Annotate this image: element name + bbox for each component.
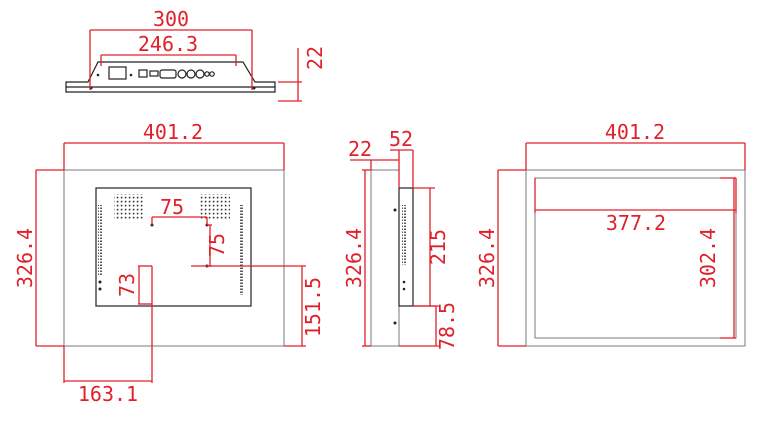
mount-hole-icon <box>252 86 256 90</box>
dimension-377-2: 377.2 <box>534 178 737 235</box>
led-icon-2 <box>209 71 215 77</box>
vga-port-icon <box>159 69 177 79</box>
side-view: 22 52 326.4 215 78.5 <box>342 127 459 350</box>
rear-vent-left <box>114 194 144 220</box>
rear-view-back-panel <box>95 187 252 307</box>
front-view-outer-frame <box>525 169 746 347</box>
dimension-label-326-4-side: 326.4 <box>342 228 366 288</box>
rear-side-ribs-right <box>240 205 244 295</box>
dimension-label-22-top: 22 <box>303 46 327 70</box>
dimension-326-4-rear: 326.4 <box>13 169 64 347</box>
led-icon-1 <box>204 71 210 77</box>
rear-vent-right <box>200 194 230 220</box>
av-port-icon-2 <box>186 69 196 79</box>
screw-icon <box>129 73 133 77</box>
dimension-label-75-vertical: 75 <box>205 233 229 257</box>
top-view-housing-outline <box>65 61 276 93</box>
dimension-326-4-side: 326.4 <box>342 169 371 347</box>
usb-port-icon <box>149 70 159 77</box>
dimension-75-vertical: 75 <box>205 224 229 267</box>
rear-button-icon <box>98 280 102 284</box>
dimension-label-22-side: 22 <box>348 137 372 161</box>
dimension-151-5: 151.5 <box>191 265 325 347</box>
dimension-300: 300 <box>89 7 253 90</box>
dimension-label-151-5: 151.5 <box>301 277 325 337</box>
dimension-label-75-horizontal: 75 <box>160 195 184 219</box>
dimension-label-326-4-rear: 326.4 <box>13 228 37 288</box>
dimension-label-401-2-rear: 401.2 <box>143 120 203 144</box>
dimension-22-52-side: 22 52 <box>348 127 414 188</box>
side-button-icon <box>402 287 406 291</box>
switch-icon <box>138 69 148 78</box>
dimension-label-401-2-front: 401.2 <box>605 120 665 144</box>
dimension-label-246-3: 246.3 <box>138 32 198 56</box>
dimension-73: 73 <box>115 265 152 305</box>
side-screw-icon <box>393 321 397 325</box>
rear-side-ribs-left <box>98 205 102 275</box>
dimension-246-3: 246.3 <box>100 32 237 66</box>
top-view: 300 246.3 22 <box>65 7 327 102</box>
av-port-icon-1 <box>177 69 187 79</box>
dimension-label-215: 215 <box>426 229 450 265</box>
dimension-label-326-4-front: 326.4 <box>475 228 499 288</box>
side-screw-icon <box>393 208 397 212</box>
av-port-icon-3 <box>195 69 205 79</box>
dimension-label-78-5: 78.5 <box>435 302 459 350</box>
front-view: 401.2 326.4 377.2 302.4 <box>475 120 746 347</box>
front-view-display-area <box>534 177 737 339</box>
rear-view: 401.2 326.4 75 75 73 <box>13 120 325 406</box>
dimension-label-52-side: 52 <box>389 127 413 151</box>
top-view-ports <box>89 66 256 90</box>
side-view-body <box>398 187 414 307</box>
dimension-22-top: 22 <box>278 46 327 102</box>
dimension-302-4: 302.4 <box>696 177 736 339</box>
dimension-label-302-4: 302.4 <box>696 228 720 288</box>
dimension-75-horizontal: 75 <box>151 195 208 225</box>
dimension-401-2-front: 401.2 <box>525 120 746 170</box>
dimension-401-2-rear: 401.2 <box>63 120 285 170</box>
rear-button-icon <box>98 287 102 291</box>
side-ribs <box>402 205 406 265</box>
dimension-label-377-2: 377.2 <box>606 211 666 235</box>
rear-view-outer-frame <box>63 169 285 347</box>
side-view-bezel <box>370 169 400 347</box>
dimension-label-300: 300 <box>153 7 189 31</box>
dimension-215: 215 <box>413 187 450 307</box>
dimension-label-73: 73 <box>115 273 139 297</box>
dimension-326-4-front: 326.4 <box>475 169 526 347</box>
dimension-163-1: 163.1 <box>63 266 153 406</box>
power-port-icon <box>108 66 127 80</box>
dimension-label-163-1: 163.1 <box>78 382 138 406</box>
dimension-78-5: 78.5 <box>399 302 459 350</box>
screw-icon <box>96 73 100 77</box>
side-button-icon <box>402 280 406 284</box>
